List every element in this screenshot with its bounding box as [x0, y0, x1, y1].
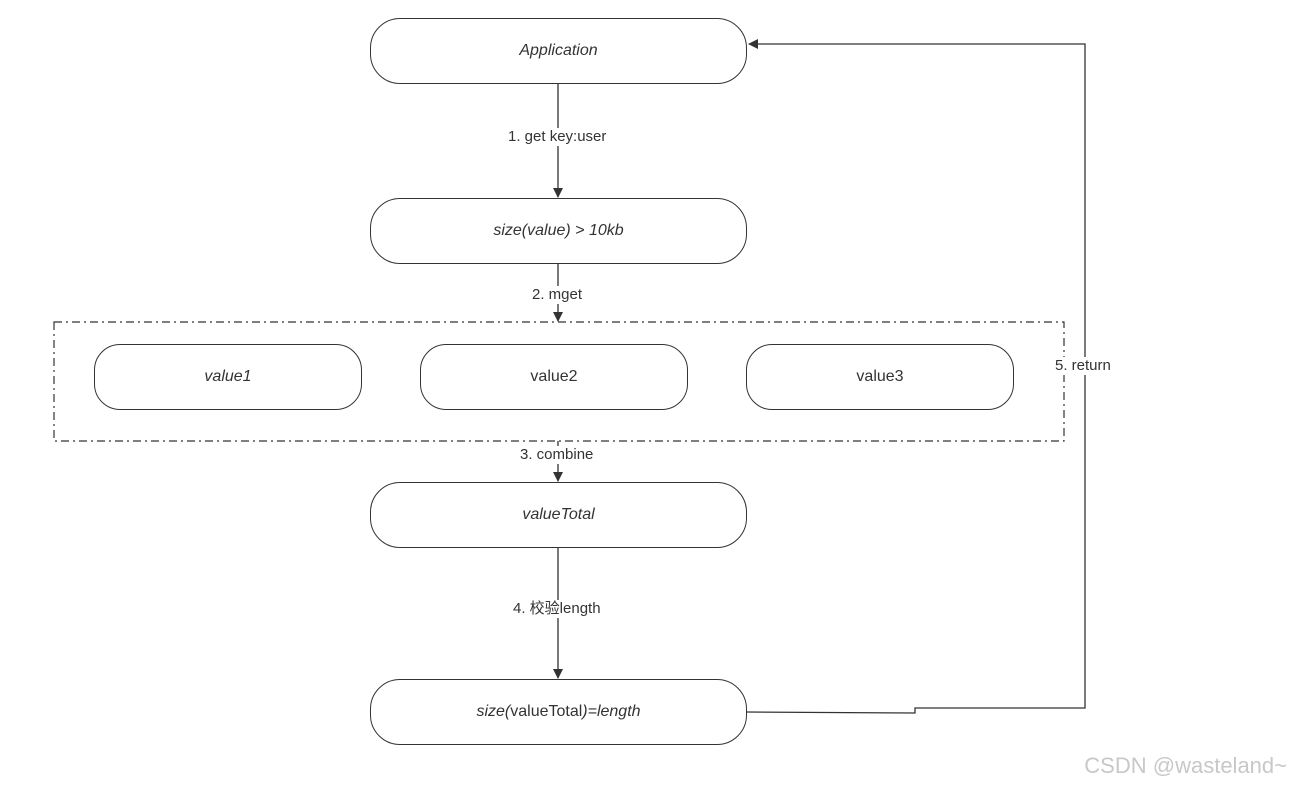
- edge-step2-label: 2. mget: [532, 286, 583, 304]
- edge-step4-label: 4. 校验length: [513, 600, 601, 618]
- node-value-total-label: valueTotal: [522, 506, 595, 523]
- node-value-total: valueTotal: [370, 482, 747, 548]
- edge-step3-label: 3. combine: [520, 446, 594, 464]
- node-application-label: Application: [519, 42, 598, 59]
- node-size-check-label: size(value) > 10kb: [493, 222, 624, 239]
- final-check-middle: valueTotal: [510, 703, 583, 720]
- node-final-check-label: size(valueTotal)=length: [476, 703, 640, 721]
- node-value2: value2: [420, 344, 688, 410]
- node-final-check: size(valueTotal)=length: [370, 679, 747, 745]
- edge-step1-label: 1. get key:user: [508, 128, 607, 146]
- node-value3: value3: [746, 344, 1014, 410]
- final-check-prefix: size(: [476, 703, 511, 720]
- watermark: CSDN @wasteland~: [1084, 753, 1287, 778]
- node-value1: value1: [94, 344, 362, 410]
- final-check-suffix: )=length: [582, 703, 641, 720]
- node-value1-label: value1: [204, 368, 252, 385]
- node-size-check: size(value) > 10kb: [370, 198, 747, 264]
- edge-step5-label: 5. return: [1055, 357, 1111, 375]
- node-application: Application: [370, 18, 747, 84]
- value-group-frame: [53, 321, 1065, 442]
- edge-step5: [746, 39, 1086, 714]
- node-value2-label: value2: [530, 368, 578, 385]
- node-value3-label: value3: [856, 368, 904, 385]
